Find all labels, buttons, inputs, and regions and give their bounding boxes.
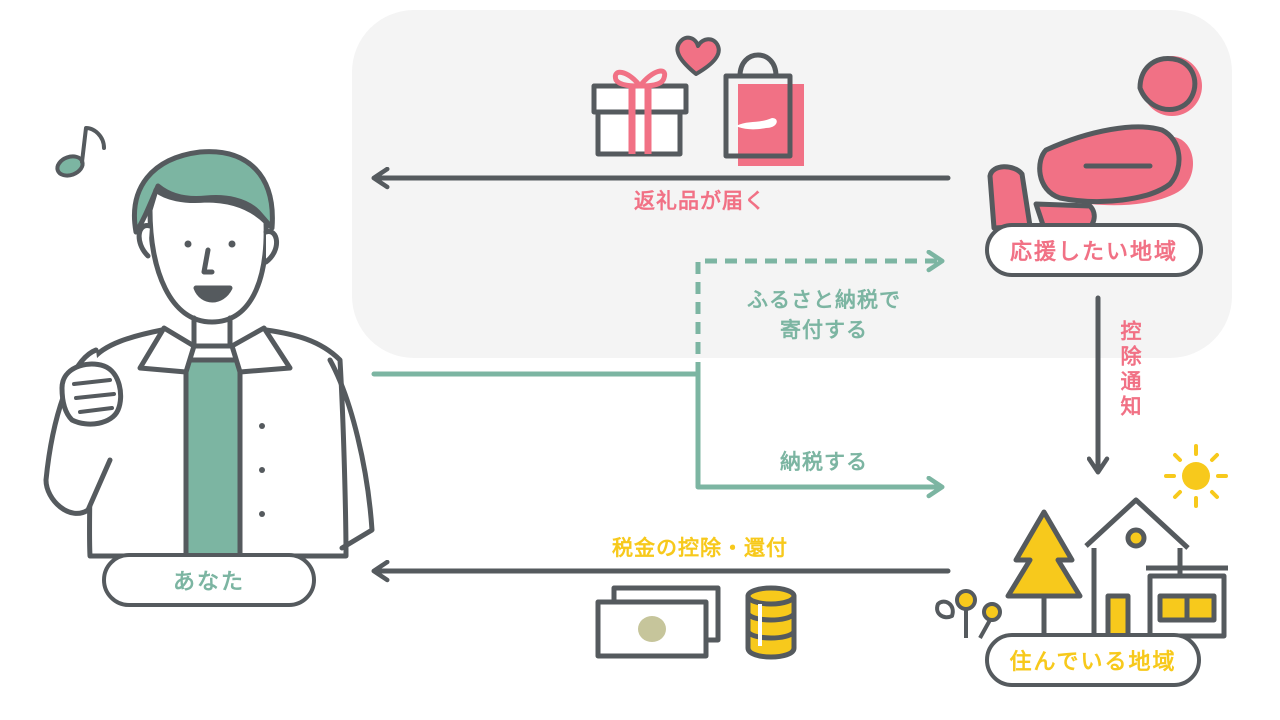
banknote-icon — [595, 585, 721, 659]
shopping-bag-icon — [723, 52, 804, 166]
node-support-region: 応援したい地域 — [985, 223, 1203, 277]
person-illustration — [43, 149, 375, 559]
flower-icon — [955, 589, 1002, 639]
node-home-region: 住んでいる地域 — [985, 633, 1201, 687]
label-deduction-notice: 控除通知 — [1118, 320, 1142, 420]
coin-stack-icon — [745, 585, 797, 660]
sun-icon — [1164, 444, 1228, 508]
gift-box-icon — [591, 68, 689, 157]
music-note-icon — [55, 126, 106, 178]
house-icon — [1084, 497, 1228, 639]
heart-icon — [675, 35, 721, 76]
label-pay-tax: 納税する — [780, 450, 868, 474]
tree-icon — [1005, 509, 1083, 636]
pay-tax-arrow — [695, 374, 945, 499]
node-you: あなた — [102, 553, 316, 607]
person-silhouette-icon — [987, 56, 1202, 233]
leaf-icon — [935, 599, 955, 620]
label-tax-deduction: 税金の控除・還付 — [612, 536, 788, 560]
label-return-gift: 返礼品が届く — [634, 189, 766, 213]
label-furusato-donation: ふるさと納税で 寄付する — [747, 288, 901, 342]
